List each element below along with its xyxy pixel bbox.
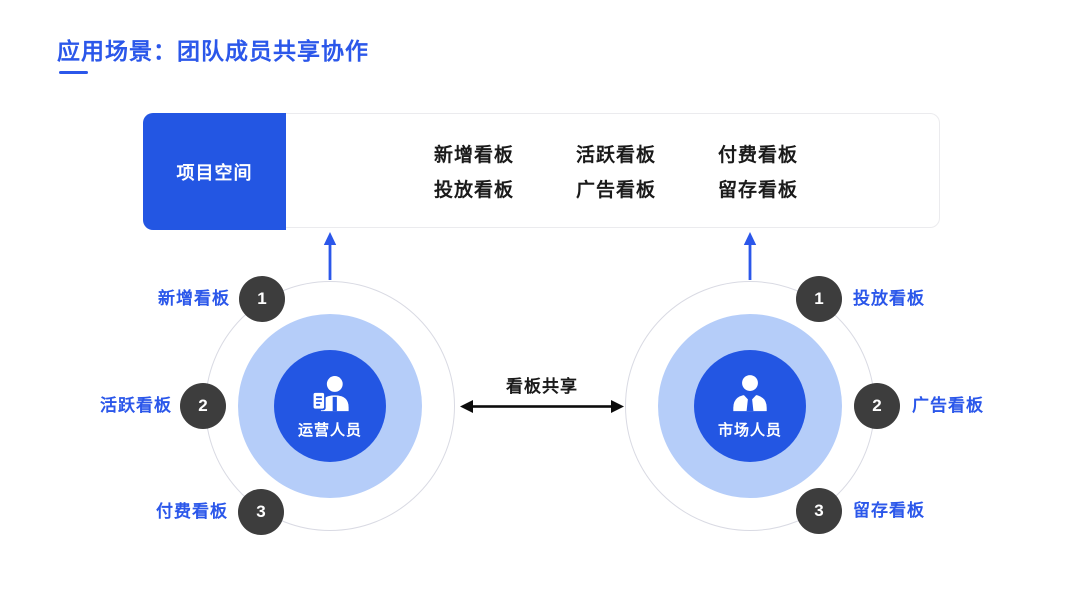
- right-step-label-1: 投放看板: [853, 289, 925, 308]
- person-tie-icon: [733, 374, 767, 411]
- left-step-label-2: 活跃看板: [100, 396, 172, 415]
- right-persona-role: 市场人员: [717, 421, 782, 439]
- project-space-box: 项目空间: [143, 113, 286, 230]
- person-document-icon: [311, 375, 349, 411]
- left-step-badge-2: 2: [180, 383, 226, 429]
- arrow-up-left-icon: [323, 232, 337, 280]
- arrow-up-right-icon: [743, 232, 757, 280]
- board-name: 新增看板: [434, 145, 515, 166]
- left-step-label-1: 新增看板: [158, 289, 230, 308]
- page-title: 应用场景：团队成员共享协作: [57, 38, 369, 64]
- title-underline: [59, 71, 88, 74]
- left-step-badge-1: 1: [239, 276, 285, 322]
- share-arrow-label: 看板共享: [506, 377, 578, 396]
- right-step-badge-1: 1: [796, 276, 842, 322]
- left-step-label-3: 付费看板: [156, 502, 228, 521]
- left-persona-circle: 运营人员: [274, 350, 386, 462]
- board-name: 广告看板: [576, 180, 657, 201]
- board-name: 投放看板: [434, 180, 515, 201]
- right-step-label-2: 广告看板: [912, 396, 984, 415]
- left-persona-role: 运营人员: [297, 421, 362, 439]
- project-space-panel: 项目空间 新增看板 活跃看板 付费看板 投放看板 广告看板 留存看板: [143, 113, 940, 230]
- right-step-label-3: 留存看板: [853, 501, 925, 520]
- board-name: 留存看板: [718, 180, 799, 201]
- share-double-arrow-icon: [460, 400, 624, 413]
- project-space-label: 项目空间: [176, 162, 253, 183]
- right-step-badge-3: 3: [796, 488, 842, 534]
- right-step-badge-2: 2: [854, 383, 900, 429]
- left-step-badge-3: 3: [238, 489, 284, 535]
- right-persona-circle: 市场人员: [694, 350, 806, 462]
- board-name: 活跃看板: [576, 145, 657, 166]
- boards-grid: 新增看板 活跃看板 付费看板 投放看板 广告看板 留存看板: [434, 145, 798, 201]
- board-name: 付费看板: [718, 145, 799, 166]
